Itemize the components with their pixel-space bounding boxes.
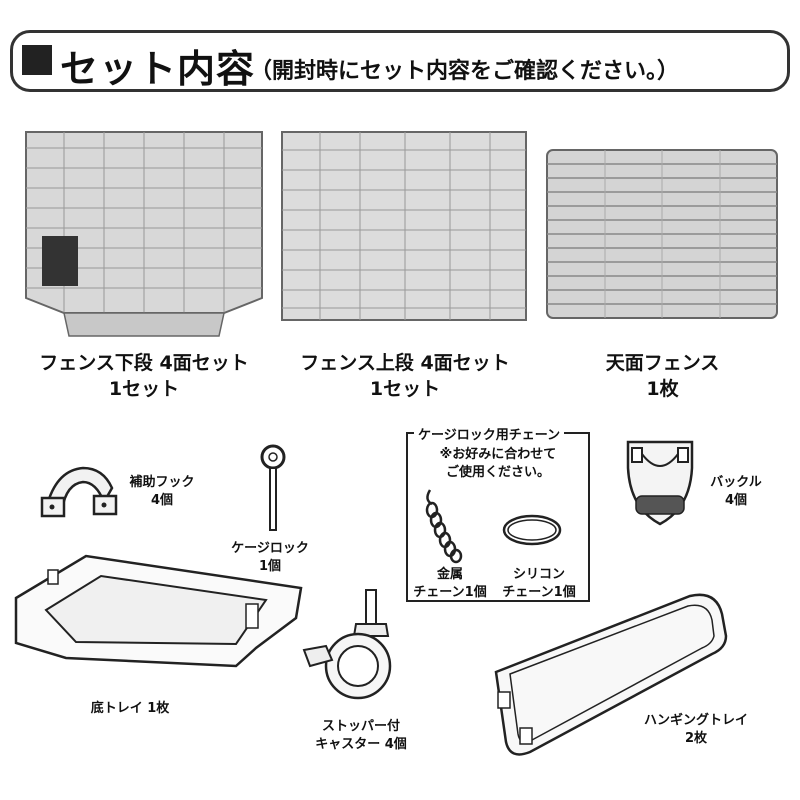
hanging-tray-name: ハンギングトレイ [643, 713, 748, 728]
chain-note-line1: ※お好みに合わせて [439, 447, 557, 462]
fence-lower-qty: 1セット [108, 378, 180, 400]
cage-lock-illustration [260, 444, 286, 531]
silicone-chain-illustration [502, 514, 562, 546]
metal-chain-illustration [425, 489, 463, 564]
metal-chain-label-1: 金属 [436, 567, 463, 582]
hook-name: 補助フック [129, 475, 195, 490]
hanging-tray-qty: 2枚 [684, 731, 708, 746]
buckle-qty: 4個 [724, 493, 748, 508]
caster-name: ストッパー付 [321, 719, 400, 734]
silicone-chain-label-1: シリコン [512, 567, 565, 582]
chain-box-title: ケージロック用チェーン [414, 424, 565, 443]
fence-upper-name: フェンス上段 4面セット [300, 352, 510, 374]
square-bullet-icon [22, 45, 52, 75]
header-frame [10, 30, 790, 92]
page-subtitle: （開封時にセット内容をご確認ください。） [250, 59, 680, 84]
fence-upper-qty: 1セット [369, 378, 441, 400]
fence-top-name: 天面フェンス [605, 352, 720, 374]
hook-illustration [40, 466, 118, 518]
chain-note-line2: ご使用ください。 [445, 465, 550, 480]
fence-lower-name: フェンス下段 4面セット [39, 352, 249, 374]
hanging-tray-illustration [494, 593, 728, 756]
buckle-name: バックル [710, 475, 762, 490]
caster-illustration [302, 589, 392, 700]
bottom-tray-illustration [14, 554, 303, 668]
fence-top-illustration [546, 149, 778, 319]
metal-chain-label-2: チェーン1個 [413, 585, 487, 600]
caster-qty: キャスター 4個 [315, 737, 407, 752]
silicone-chain-label-2: チェーン1個 [502, 585, 576, 600]
fence-lower-illustration [25, 131, 263, 337]
buckle-illustration [626, 440, 694, 526]
bottom-tray-name: 底トレイ 1枚 [90, 701, 170, 716]
fence-top-qty: 1枚 [646, 378, 679, 400]
cage-lock-qty: 1個 [258, 559, 282, 574]
cage-lock-name: ケージロック [231, 541, 309, 556]
fence-upper-illustration [281, 131, 527, 321]
hook-qty: 4個 [150, 493, 174, 508]
page-title: セット内容 [60, 47, 256, 91]
